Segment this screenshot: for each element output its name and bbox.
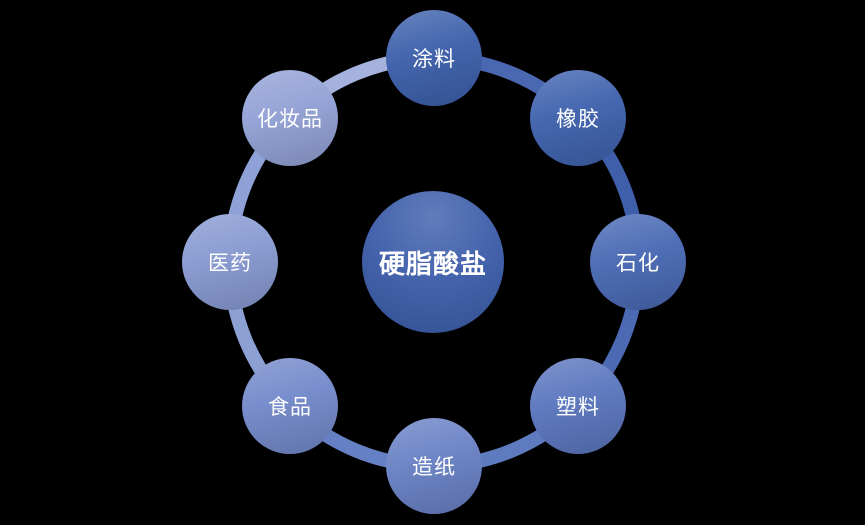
node-label: 塑料: [556, 396, 600, 419]
node-label: 石化: [616, 252, 660, 275]
center-node-stearate: 硬脂酸盐: [362, 191, 504, 333]
node-label: 造纸: [412, 456, 456, 479]
node-label: 化妆品: [257, 108, 323, 131]
diagram-node-cosmetics: 化妆品: [242, 70, 338, 166]
diagram-node-rubber: 橡胶: [530, 70, 626, 166]
center-label: 硬脂酸盐: [378, 248, 487, 279]
diagram-node-coatings: 涂料: [386, 10, 482, 106]
diagram-node-plastics: 塑料: [530, 358, 626, 454]
diagram-node-papermaking: 造纸: [386, 418, 482, 514]
node-label: 橡胶: [556, 108, 600, 131]
diagram-node-pharma: 医药: [182, 214, 278, 310]
node-label: 医药: [208, 252, 252, 275]
diagram-node-petrochemical: 石化: [590, 214, 686, 310]
diagram-node-food: 食品: [242, 358, 338, 454]
node-label: 食品: [268, 396, 312, 419]
node-label: 涂料: [412, 48, 456, 71]
